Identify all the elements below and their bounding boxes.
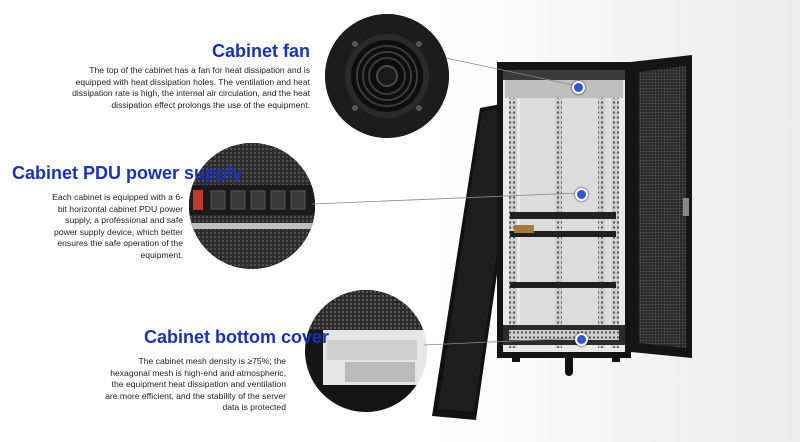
pdu-heading: Cabinet PDU power supply — [12, 163, 243, 183]
shelf-upper — [510, 231, 616, 237]
fan-detail-circle — [325, 14, 449, 138]
bottom-description: The cabinet mesh density is ≥75%; the he… — [105, 356, 286, 412]
fan-marker[interactable] — [572, 81, 585, 94]
fan-heading: Cabinet fan — [212, 41, 311, 61]
pdu-description: Each cabinet is equipped with a 6-bit ho… — [52, 192, 183, 260]
shelf-lower — [510, 282, 616, 288]
door-lock — [683, 198, 689, 216]
pdu-marker[interactable] — [575, 188, 588, 201]
bottom-marker[interactable] — [575, 333, 588, 346]
pdu-detail-circle — [189, 143, 315, 269]
fan-description: The top of the cabinet has a fan for hea… — [72, 65, 310, 110]
bottom-cover-detail-circle — [305, 290, 427, 412]
bottom-heading: Cabinet bottom cover — [144, 327, 330, 347]
